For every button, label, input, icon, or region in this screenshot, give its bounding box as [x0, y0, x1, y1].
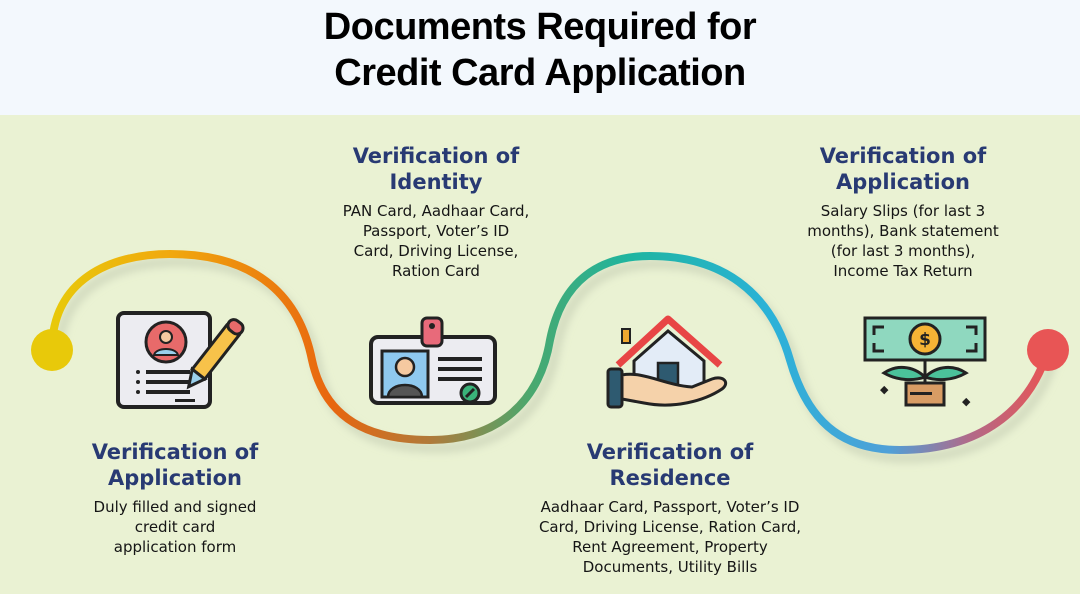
step-application: Verification of Application Duly filled … — [25, 439, 325, 557]
infographic: $ ◆ ◆ Verification of Identity PAN Card,… — [0, 115, 1080, 594]
money-plant-icon: $ ◆ ◆ — [863, 316, 987, 408]
svg-text:◆: ◆ — [880, 383, 889, 396]
step-heading: Verification of Residence — [586, 440, 754, 490]
application-form-icon — [116, 311, 245, 409]
step-description: Salary Slips (for last 3 months), Bank s… — [807, 202, 999, 280]
header: Documents Required for Credit Card Appli… — [0, 0, 1080, 115]
page-title: Documents Required for Credit Card Appli… — [323, 6, 757, 94]
step-description: Aadhaar Card, Passport, Voter’s ID Card,… — [538, 498, 802, 576]
end-dot — [1027, 329, 1069, 371]
step-income: Verification of Application Salary Slips… — [753, 143, 1053, 281]
step-heading: Verification of Application — [91, 440, 259, 490]
step-heading: Verification of Application — [819, 144, 987, 194]
house-in-hand-icon — [606, 315, 728, 409]
step-description: Duly filled and signed credit card appli… — [93, 498, 257, 556]
id-card-icon — [369, 316, 497, 405]
svg-text:$: $ — [919, 330, 931, 350]
process-path — [31, 249, 1069, 464]
step-description: PAN Card, Aadhaar Card, Passport, Voter’… — [342, 202, 530, 280]
step-residence: Verification of Residence Aadhaar Card, … — [470, 439, 870, 577]
step-identity: Verification of Identity PAN Card, Aadha… — [286, 143, 586, 281]
start-dot — [31, 329, 73, 371]
step-heading: Verification of Identity — [352, 144, 520, 194]
svg-text:◆: ◆ — [962, 395, 971, 408]
